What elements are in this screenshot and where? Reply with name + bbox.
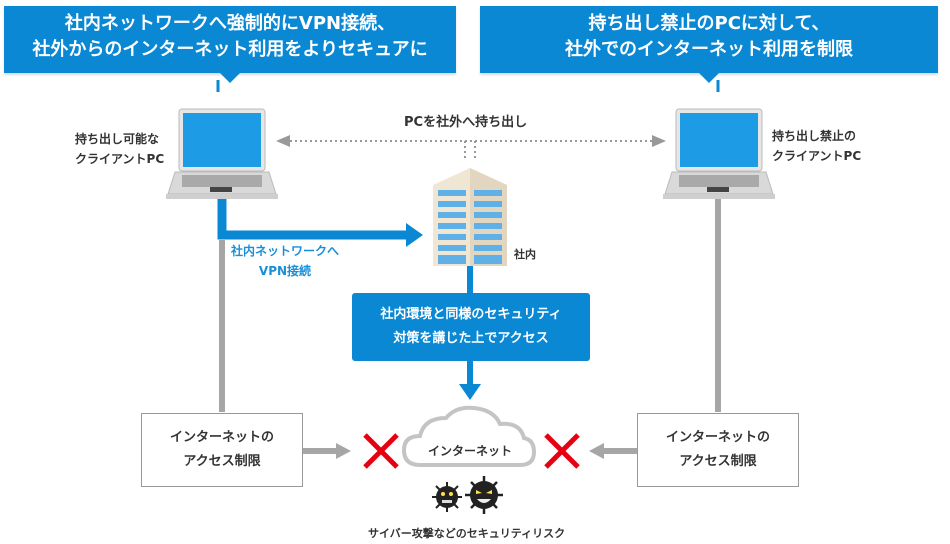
right-client-label-line-2: クライアントPC <box>772 149 862 163</box>
right-client-label: 持ち出し禁止の クライアントPC <box>772 126 861 166</box>
right-restriction-line-2: アクセス制限 <box>679 454 757 469</box>
vpn-label-line-2: VPN接続 <box>258 264 312 278</box>
left-banner-line-1: 社内ネットワークへ強制的にVPN接続、 <box>64 13 396 34</box>
left-client-label-line-1: 持ち出し可能な <box>75 132 160 146</box>
right-restriction-line-1: インターネットの <box>665 430 770 445</box>
left-banner: 社内ネットワークへ強制的にVPN接続、 社外からのインターネット利用をよりセキュ… <box>4 6 456 83</box>
red-x-icon <box>363 433 399 469</box>
internet-label: インターネット <box>428 444 513 458</box>
left-client-label: 持ち出し可能な クライアントPC <box>75 129 164 169</box>
security-measures-line-2: 対策を講じた上でアクセス <box>393 331 549 346</box>
office-label: 社内 <box>514 248 536 261</box>
virus-icon <box>432 482 462 512</box>
vpn-connector <box>217 198 423 247</box>
takeout-dotted-arrow <box>276 135 666 160</box>
vpn-arrow-head-icon <box>406 223 423 247</box>
vpn-label-line-1: 社内ネットワークへ <box>230 244 339 258</box>
cloud-icon <box>401 405 537 467</box>
left-restrict-arrow <box>303 443 351 459</box>
vpn-label: 社内ネットワークへ VPN接続 <box>230 241 340 281</box>
left-banner-line-2: 社外からのインターネット利用をよりセキュアに <box>32 39 428 60</box>
left-client-label-line-2: クライアントPC <box>75 152 165 166</box>
right-restriction-box: インターネットの アクセス制限 <box>637 413 799 487</box>
right-client-label-line-1: 持ち出し禁止の <box>772 129 857 143</box>
arrow-head-left-icon <box>276 135 290 147</box>
right-restrict-arrow <box>589 443 637 459</box>
left-restriction-line-1: インターネットの <box>169 430 274 445</box>
arrow-head-right-icon <box>652 135 666 147</box>
left-restriction-box: インターネットの アクセス制限 <box>141 413 303 487</box>
red-x-icon <box>544 433 580 469</box>
right-banner-line-1: 持ち出し禁止のPCに対して、 <box>588 13 830 34</box>
security-risk-label: サイバー攻撃などのセキュリティリスク <box>368 527 566 540</box>
takeout-label: PCを社外へ持ち出し <box>404 115 528 130</box>
left-restriction-line-2: アクセス制限 <box>183 454 261 469</box>
right-banner-line-2: 社外でのインターネット利用を制限 <box>565 39 853 60</box>
security-measures-line-1: 社内環境と同様のセキュリティ <box>380 307 562 322</box>
right-banner: 持ち出し禁止のPCに対して、 社外でのインターネット利用を制限 <box>480 6 938 83</box>
security-measures-box: 社内環境と同様のセキュリティ 対策を講じた上でアクセス <box>352 293 590 361</box>
box-to-internet-arrow <box>459 360 481 400</box>
virus-icon <box>465 476 503 514</box>
